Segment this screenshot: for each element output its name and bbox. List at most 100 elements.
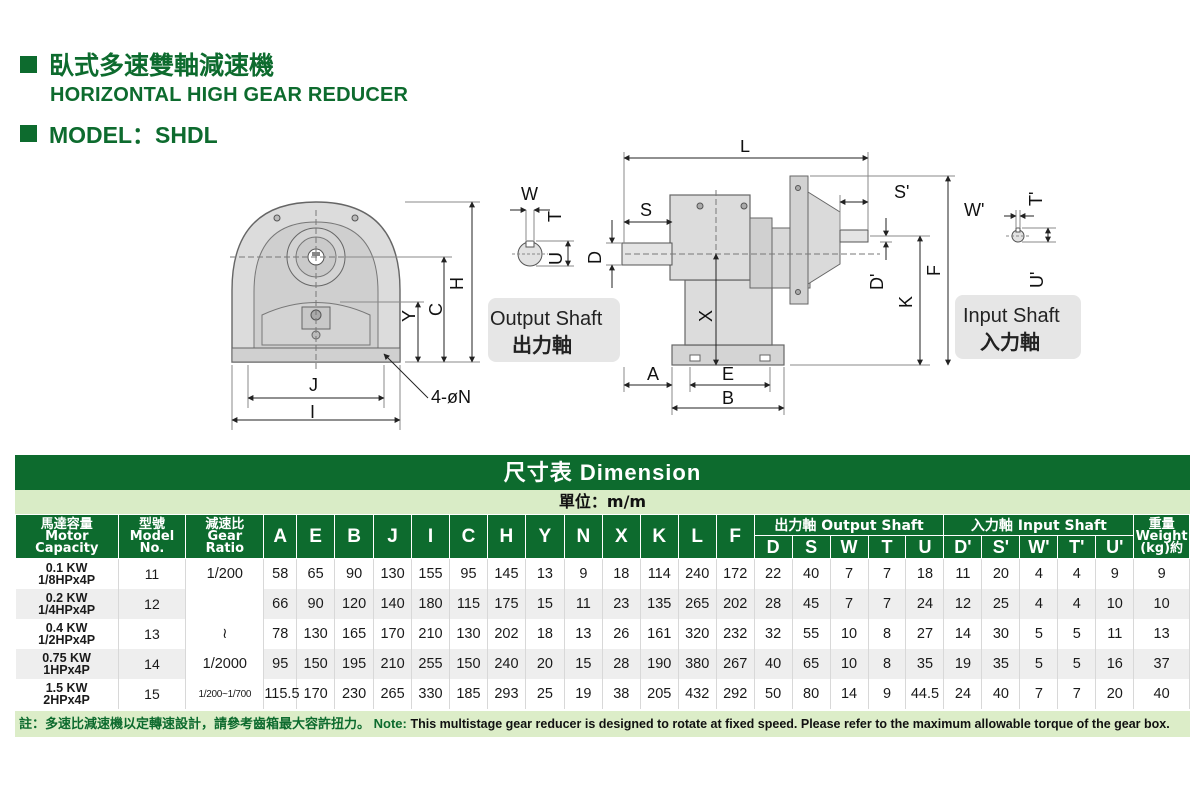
- dim-label-Y: Y: [399, 310, 419, 322]
- dim-label-A: A: [647, 364, 659, 384]
- dim-label-W-prime: W': [964, 200, 984, 220]
- table-cell: 7: [1019, 679, 1059, 709]
- table-cell: 240: [487, 649, 526, 679]
- table-cell: 165: [334, 619, 375, 649]
- table-cell: 7: [830, 558, 869, 589]
- table-cell: 190: [640, 649, 679, 679]
- table-cell: 7: [868, 589, 907, 619]
- table-cell: 172: [716, 558, 755, 589]
- table-cell: 330: [411, 679, 450, 709]
- table-cell: 12: [943, 589, 983, 619]
- front-view: [230, 201, 420, 370]
- table-cell: 240: [678, 558, 717, 589]
- dim-label-L: L: [740, 140, 750, 156]
- table-cell: 267: [716, 649, 755, 679]
- table-cell: 19: [564, 679, 603, 709]
- header-output-col: W: [829, 535, 869, 559]
- table-cell: 27: [905, 619, 945, 649]
- table-cell: 5: [1019, 649, 1059, 679]
- dim-label-S-prime: S': [894, 182, 909, 202]
- table-cell: 78: [263, 619, 298, 649]
- header-dim: K: [639, 514, 679, 559]
- table-cell: 16: [1095, 649, 1135, 679]
- table-cell: 26: [602, 619, 641, 649]
- table-cell: 28: [754, 589, 793, 619]
- output-shaft-label-zh: 出力軸: [512, 334, 572, 357]
- table-cell: 20: [981, 558, 1021, 589]
- table-cell: 10: [1133, 589, 1190, 619]
- table-cell: 195: [334, 649, 375, 679]
- table-cell: 13: [1133, 619, 1190, 649]
- cell-gear-ratio: [185, 589, 265, 619]
- header-dim: B: [334, 514, 375, 559]
- cell-gear-ratio: 1/200: [185, 558, 265, 589]
- header-dim: N: [563, 514, 603, 559]
- table-cell: 4: [1019, 558, 1059, 589]
- table-cell: 120: [334, 589, 375, 619]
- table-cell: 4: [1019, 589, 1059, 619]
- table-cell: 7: [1057, 679, 1097, 709]
- table-cell: 9: [564, 558, 603, 589]
- input-shaft-detail: [1006, 227, 1030, 243]
- table-cell: 265: [678, 589, 717, 619]
- dim-label-N: 4-øN: [431, 387, 471, 407]
- table-cell: 175: [487, 589, 526, 619]
- technical-drawing: H C Y J I 4-øN W T U D S L S' X D' K F A…: [230, 140, 1081, 430]
- table-cell: 24: [943, 679, 983, 709]
- dim-label-S: S: [640, 200, 652, 220]
- header-dim: F: [715, 514, 755, 559]
- dim-label-H: H: [447, 277, 467, 290]
- header-dim: H: [486, 514, 526, 559]
- table-cell: 90: [334, 558, 375, 589]
- table-cell: 65: [296, 558, 336, 589]
- table-cell: 205: [640, 679, 679, 709]
- table-cell: 18: [602, 558, 641, 589]
- table-cell: 202: [487, 619, 526, 649]
- table-cell: 32: [754, 619, 793, 649]
- header-dim: J: [373, 514, 413, 559]
- dim-label-X: X: [696, 310, 716, 322]
- table-cell: 40: [1133, 679, 1190, 709]
- table-cell: 9: [1095, 558, 1135, 589]
- table-title: 尺寸表 Dimension: [15, 455, 1190, 490]
- dim-label-U-prime: U': [1027, 272, 1047, 288]
- header-input-col: U': [1095, 535, 1135, 559]
- header-input-col: W': [1019, 535, 1059, 559]
- table-cell: 14: [830, 679, 869, 709]
- table-cell: 40: [981, 679, 1021, 709]
- header-input-col: S': [981, 535, 1021, 559]
- table-title-en: Dimension: [579, 460, 702, 485]
- header-output-col: U: [905, 535, 945, 559]
- table-cell: 11: [564, 589, 603, 619]
- table-cell: 10: [830, 649, 869, 679]
- table-cell: 19: [943, 649, 983, 679]
- header-output-col: S: [791, 535, 831, 559]
- dim-label-D-prime: D': [867, 274, 887, 290]
- dim-label-T-prime: T': [1026, 192, 1046, 206]
- table-cell: 114: [640, 558, 679, 589]
- table-cell: 10: [1095, 589, 1135, 619]
- table-cell: 320: [678, 619, 717, 649]
- dim-label-B: B: [722, 388, 734, 408]
- header-dim: Y: [524, 514, 565, 559]
- table-cell: 35: [905, 649, 945, 679]
- table-cell: 180: [411, 589, 450, 619]
- table-cell: 150: [449, 649, 488, 679]
- table-cell: 28: [602, 649, 641, 679]
- table-cell: 4: [1057, 589, 1097, 619]
- bullet-square-icon: [20, 124, 37, 142]
- table-cell: 8: [868, 619, 907, 649]
- header-dim: C: [448, 514, 488, 559]
- table-cell: 8: [868, 649, 907, 679]
- table-cell: 380: [678, 649, 717, 679]
